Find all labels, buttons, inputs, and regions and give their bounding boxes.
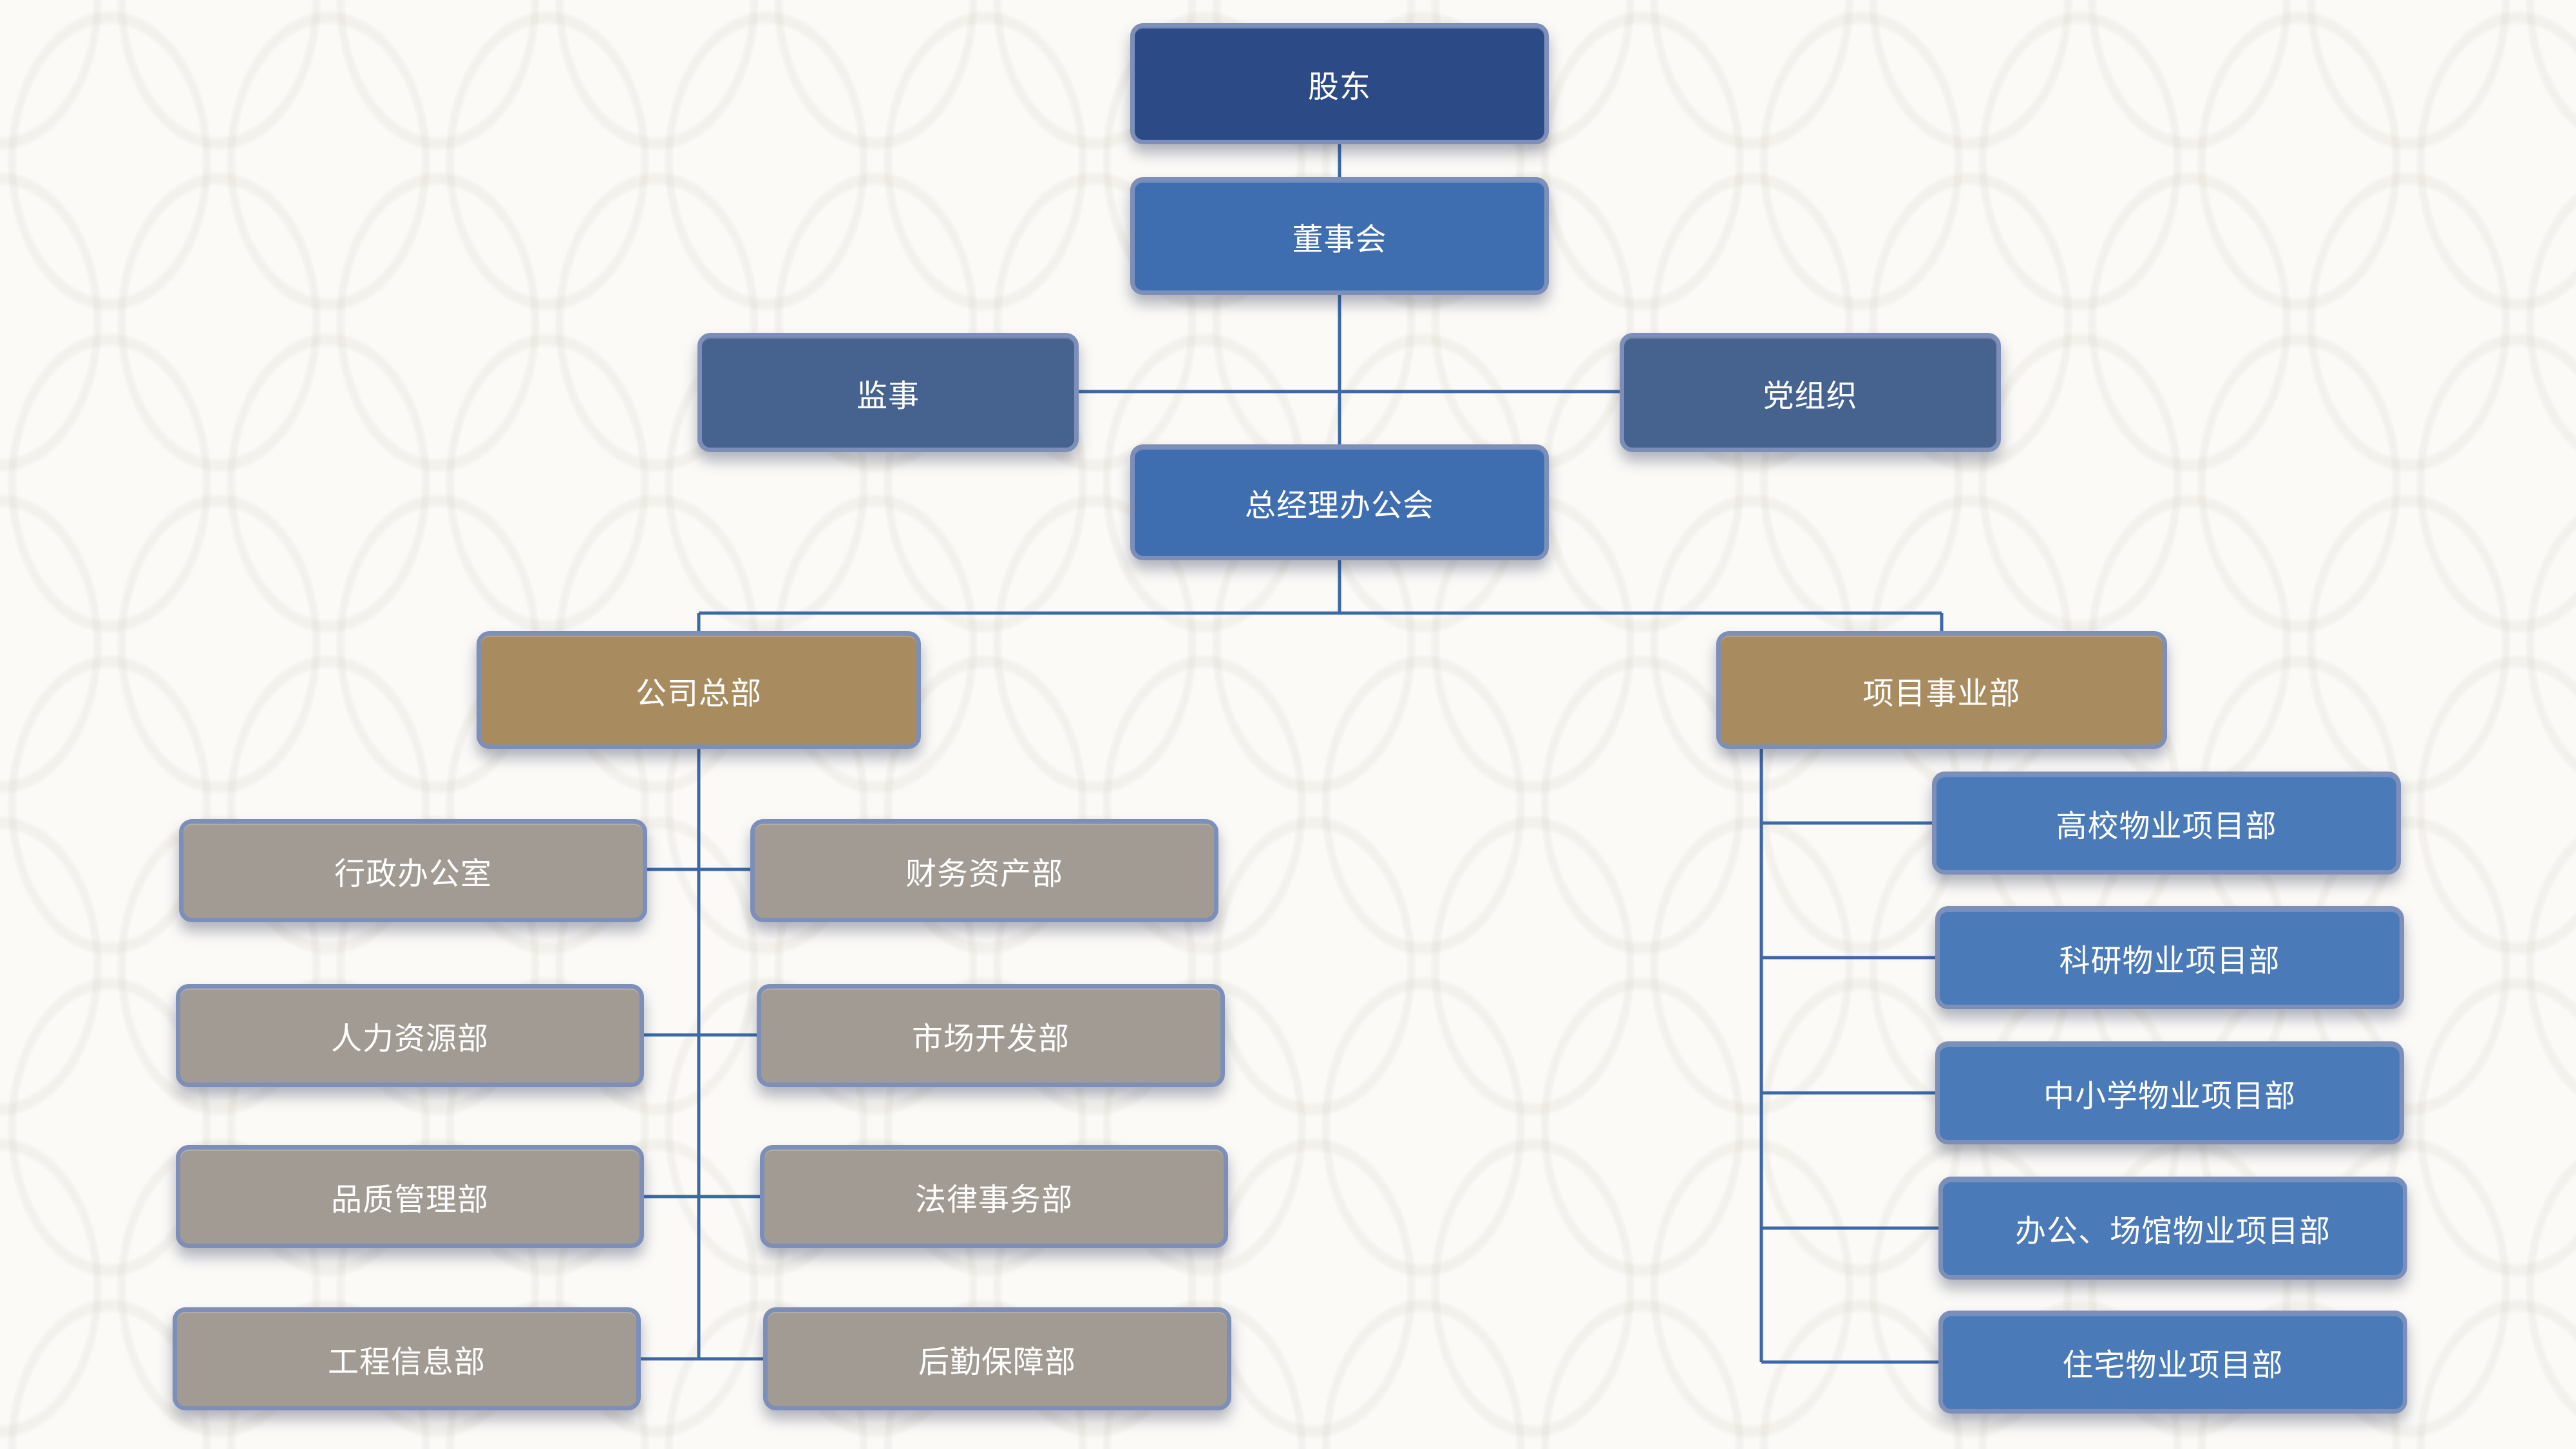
- party-box: 党组织: [1620, 333, 2001, 452]
- dept-human-resources: 人力资源部: [176, 984, 644, 1087]
- project-research: 科研物业项目部: [1935, 906, 2404, 1009]
- dept-label: 行政办公室: [334, 856, 492, 892]
- project-residential: 住宅物业项目部: [1938, 1311, 2407, 1414]
- hq-box: 公司总部: [477, 631, 921, 749]
- supervisor-label: 监事: [856, 377, 920, 414]
- party-label: 党组织: [1763, 377, 1858, 414]
- project-label: 中小学物业项目部: [2043, 1078, 2296, 1114]
- dept-admin-office: 行政办公室: [179, 819, 647, 922]
- project-label: 住宅物业项目部: [2062, 1347, 2284, 1383]
- dept-label: 市场开发部: [911, 1021, 1070, 1057]
- dept-market-development: 市场开发部: [757, 984, 1225, 1087]
- board-box: 董事会: [1130, 177, 1549, 295]
- dept-legal-affairs: 法律事务部: [760, 1145, 1228, 1248]
- dept-logistics-support: 后勤保障部: [763, 1307, 1231, 1410]
- gm-office-label: 总经理办公会: [1244, 488, 1434, 524]
- board-label: 董事会: [1292, 221, 1387, 258]
- project-office-venue: 办公、场馆物业项目部: [1938, 1177, 2407, 1280]
- hq-label: 公司总部: [635, 675, 762, 712]
- dept-label: 品质管理部: [330, 1182, 489, 1218]
- shareholders-box: 股东: [1130, 23, 1549, 144]
- dept-label: 法律事务部: [914, 1182, 1073, 1218]
- project-label: 科研物业项目部: [2059, 943, 2280, 979]
- line-gm-branches: [697, 560, 1944, 631]
- business-label: 项目事业部: [1862, 675, 2021, 712]
- project-university: 高校物业项目部: [1932, 772, 2401, 875]
- dept-finance-assets: 财务资产部: [750, 819, 1218, 922]
- gm-office-box: 总经理办公会: [1130, 444, 1549, 560]
- dept-label: 人力资源部: [330, 1021, 489, 1057]
- dept-label: 工程信息部: [327, 1344, 486, 1380]
- business-box: 项目事业部: [1716, 631, 2167, 749]
- dept-label: 财务资产部: [905, 856, 1063, 892]
- project-school: 中小学物业项目部: [1935, 1041, 2404, 1144]
- line-hq-rows: [641, 867, 763, 1361]
- dept-label: 后勤保障部: [918, 1344, 1076, 1380]
- dept-engineering-info: 工程信息部: [173, 1307, 641, 1410]
- dept-quality-management: 品质管理部: [176, 1145, 644, 1248]
- project-label: 办公、场馆物业项目部: [2014, 1213, 2331, 1249]
- line-business-rows: [1761, 821, 1938, 1364]
- project-label: 高校物业项目部: [2056, 808, 2277, 844]
- shareholders-label: 股东: [1307, 69, 1371, 105]
- supervisor-box: 监事: [697, 333, 1079, 452]
